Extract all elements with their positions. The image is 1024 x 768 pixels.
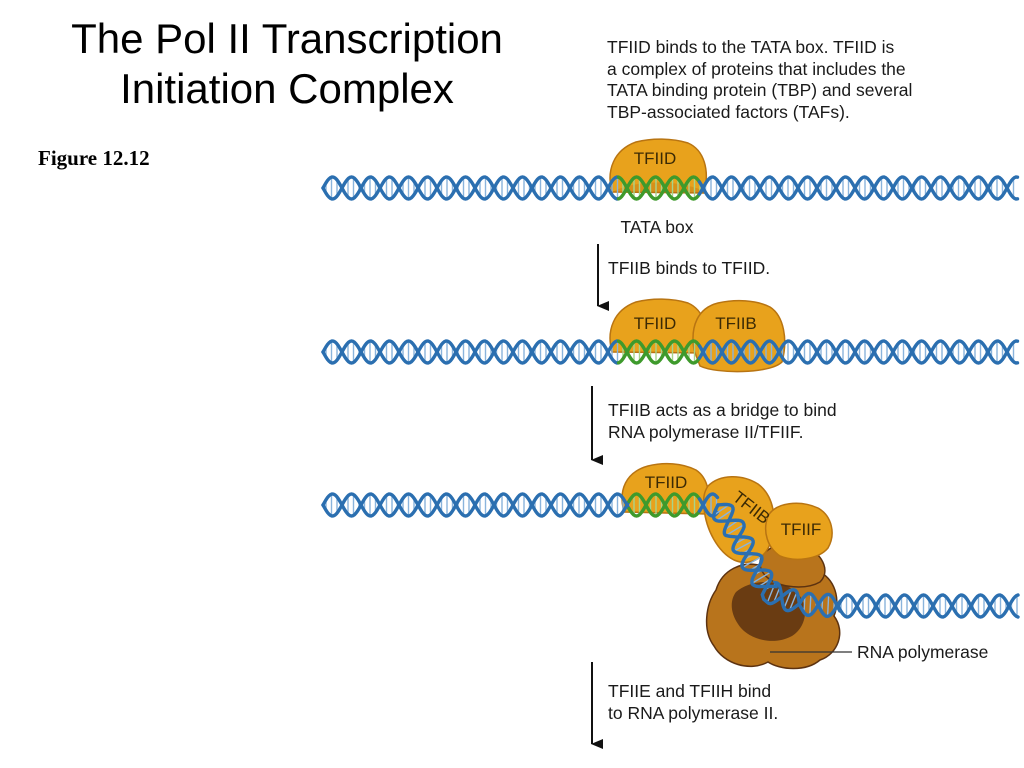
dna-rung (713, 504, 730, 516)
caption-step-1-line-1: TFIID binds to the TATA box. TFIID is (607, 37, 895, 57)
dna-strand (697, 339, 1020, 365)
dna-strand (627, 492, 702, 518)
dna-strand (616, 339, 702, 365)
caption-step-1-line-3: TATA binding protein (TBP) and several (607, 80, 913, 100)
dna-rung (716, 508, 734, 522)
caption-step-3: TFIIB acts as a bridge to bind RNA polym… (608, 400, 837, 443)
dna-rung (809, 593, 812, 616)
dna-helix-2 (321, 339, 1020, 365)
caption-step-3-line-1: TFIIB acts as a bridge to bind (608, 400, 837, 420)
slide-title: The Pol II Transcription Initiation Comp… (20, 14, 554, 114)
tfiif-protein-3 (764, 502, 833, 561)
dna-strand (616, 175, 702, 201)
dna-strand (716, 502, 842, 618)
dna-strand (321, 175, 621, 201)
dna-rung (783, 589, 792, 609)
dna-strand (616, 339, 702, 365)
caption-step-4-line-2: to RNA polymerase II. (608, 702, 779, 723)
slide-title-line-1: The Pol II Transcription (71, 15, 503, 62)
dna-strand (836, 593, 1020, 619)
panel-2: TFIID TFIIB (321, 298, 1020, 373)
figure-label: Figure 12.12 (38, 146, 150, 170)
dna-strand (697, 339, 1020, 365)
dna-strand (711, 503, 842, 619)
rna-polymerase-label: RNA polymerase (857, 642, 988, 662)
caption-step-1: TFIID binds to the TATA box. TFIID is a … (607, 37, 912, 123)
panel-1: TFIID TATA box (321, 138, 1020, 237)
panel-3: TFIID TFIIB TFIIF RNA polymerase (321, 462, 1020, 670)
caption-step-4-line-1: TFIIE and TFIIH bind (608, 681, 772, 701)
dna-rung (742, 555, 762, 569)
caption-step-4: TFIIE and TFIIH bind to RNA polymerase I… (608, 681, 778, 724)
tfiid-label-3: TFIID (645, 473, 688, 492)
dna-strand (321, 492, 631, 518)
caption-step-2: TFIIB binds to TFIID. (608, 258, 770, 280)
caption-step-1-line-4: TBP-associated factors (TAFs). (607, 101, 850, 122)
tfiib-label-2: TFIIB (715, 314, 757, 333)
dna-strand (697, 175, 1020, 201)
caption-step-1-line-2: a complex of proteins that includes the (607, 58, 906, 79)
dna-rung (733, 540, 754, 552)
dna-helix-3-right (836, 593, 1020, 619)
tfiid-label-1: TFIID (634, 149, 677, 168)
caption-step-3-line-2: RNA polymerase II/TFIIF. (608, 421, 804, 442)
dna-helix-3-left (321, 492, 720, 518)
rna-polymerase-cleft (731, 581, 806, 641)
slide-title-line-2: Initiation Complex (120, 65, 454, 112)
dna-strand (321, 339, 621, 365)
dna-rung (788, 591, 798, 611)
dna-strand (697, 492, 720, 513)
dna-rung (826, 594, 830, 617)
dna-rung (725, 523, 745, 537)
tata-box-label: TATA box (621, 217, 694, 237)
dna-strand (616, 175, 702, 201)
tfiif-label-3: TFIIF (781, 520, 822, 539)
tfiid-label-2: TFIID (634, 314, 677, 333)
dna-strand (697, 175, 1020, 201)
dna-helix-1 (321, 175, 1020, 201)
dna-rung (751, 571, 772, 584)
dna-strand (321, 492, 631, 518)
caption-step-2-line-1: TFIIB binds to TFIID. (608, 258, 771, 278)
dna-strand (836, 593, 1020, 619)
